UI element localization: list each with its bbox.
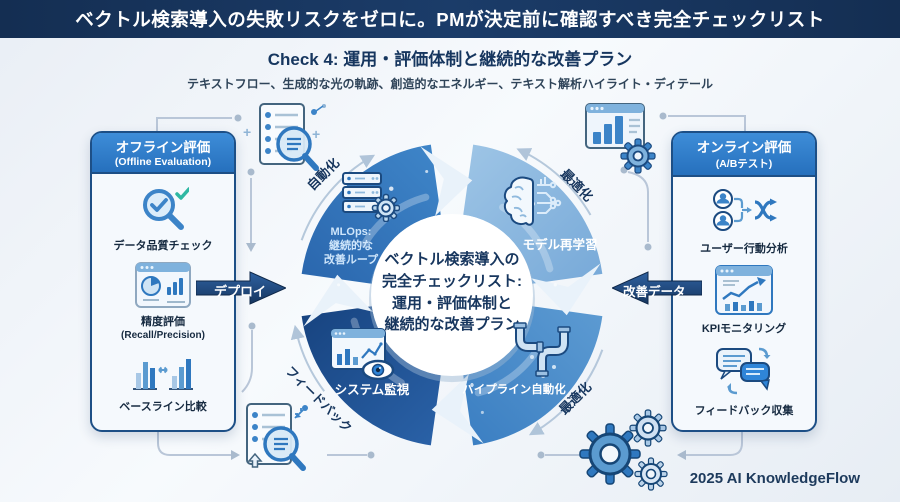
page-title: Check 4: 運用・評価体制と継続的な改善プラン xyxy=(267,50,633,69)
plus-sparkle: + xyxy=(312,126,321,142)
plus-sparkle: + xyxy=(243,124,252,140)
list-item: フィードバック収集 xyxy=(694,345,794,419)
deploy-arrow-label: デプロイ xyxy=(214,284,267,299)
offline-panel-header: オフライン評価 (Offline Evaluation) xyxy=(92,133,234,174)
quadrant-label-mlops: MLOps: 継続的な 改善ループ xyxy=(314,226,388,267)
item-label: データ品質チェック xyxy=(113,240,213,252)
item-label: KPIモニタリング xyxy=(701,322,787,335)
center-line-4: 継続的な改善プラン xyxy=(384,316,520,334)
list-item: 精度評価 (Recall/Precision) xyxy=(121,261,205,341)
online-panel-subtitle: (A/Bテスト) xyxy=(715,158,773,170)
footer-credit: 2025 AI KnowledgeFlow xyxy=(689,470,860,487)
online-panel-title: オンライン評価 xyxy=(696,140,792,155)
online-evaluation-panel: オンライン評価 (A/Bテスト) xyxy=(671,131,817,432)
quadrant-label-system-monitoring: システム監視 xyxy=(334,383,410,397)
item-label: ベースライン比較 xyxy=(119,400,207,413)
item-label: ユーザー行動分析 xyxy=(700,243,788,255)
brain-circuit-icon xyxy=(500,174,564,233)
magnifier-check-icon xyxy=(137,184,191,237)
improvement-arrow-label: 改善データ xyxy=(623,285,686,299)
server-gear-icon xyxy=(342,172,401,227)
pipeline-icon xyxy=(510,322,574,385)
banner-title: ベクトル検索導入の失敗リスクをゼロに。PMが決定前に確認すべき完全チェックリスト xyxy=(75,9,825,30)
offline-panel-subtitle: (Offline Evaluation) xyxy=(114,156,212,168)
center-line-2: 完全チェックリスト: xyxy=(382,272,522,290)
checklist-magnifier-icon xyxy=(235,402,319,483)
banner: ベクトル検索導入の失敗リスクをゼロに。PMが決定前に確認すべき完全チェックリスト xyxy=(0,0,900,38)
cycle-center-text: ベクトル検索導入の 完全チェックリスト: 運用・評価体制と 継続的な改善プラン xyxy=(368,249,536,336)
quadrant-label-pipeline-automation: パイプライン自動化 xyxy=(462,384,566,396)
chart-gear-icon xyxy=(582,102,662,179)
offline-panel-body: データ品質チェック 精度評価 (Recall/Precision) xyxy=(92,174,234,426)
dashboard-pie-icon xyxy=(134,261,191,313)
list-item: ベースライン比較 xyxy=(119,349,207,415)
item-label: フィードバック収集 xyxy=(694,404,794,417)
center-line-3: 運用・評価体制と xyxy=(391,294,512,312)
checklist-magnifier-icon xyxy=(248,102,332,183)
quadrant-label-model-retraining: モデル再学習 xyxy=(522,238,598,252)
monitor-eye-icon xyxy=(330,328,396,385)
offline-panel-title: オフライン評価 xyxy=(115,140,211,155)
item-label: 精度評価 xyxy=(140,315,185,328)
gears-icon xyxy=(578,404,670,502)
users-shuffle-icon xyxy=(711,187,777,240)
deploy-arrow: デプロイ xyxy=(195,269,288,307)
mlops-line-3: 改善ループ xyxy=(323,253,379,266)
improvement-data-arrow: 改善データ xyxy=(610,269,703,307)
bar-compare-icon xyxy=(130,349,196,398)
mlops-line-2: 継続的な xyxy=(329,239,373,252)
list-item: KPIモニタリング xyxy=(701,264,787,337)
list-item: ユーザー行動分析 xyxy=(700,187,788,257)
online-panel-body: ユーザー行動分析 xyxy=(673,177,815,430)
chat-bubbles-icon xyxy=(713,345,775,402)
item-sublabel: (Recall/Precision) xyxy=(121,329,205,341)
center-line-1: ベクトル検索導入の xyxy=(384,251,520,268)
page-description: テキストフロー、生成的な光の軌跡、創造的なエネルギー、テキスト解析ハイライト・デ… xyxy=(187,77,713,91)
list-item: データ品質チェック xyxy=(114,184,213,254)
mlops-line-1: MLOps: xyxy=(330,226,372,238)
kpi-chart-icon xyxy=(715,264,773,320)
online-panel-header: オンライン評価 (A/Bテスト) xyxy=(673,133,815,177)
